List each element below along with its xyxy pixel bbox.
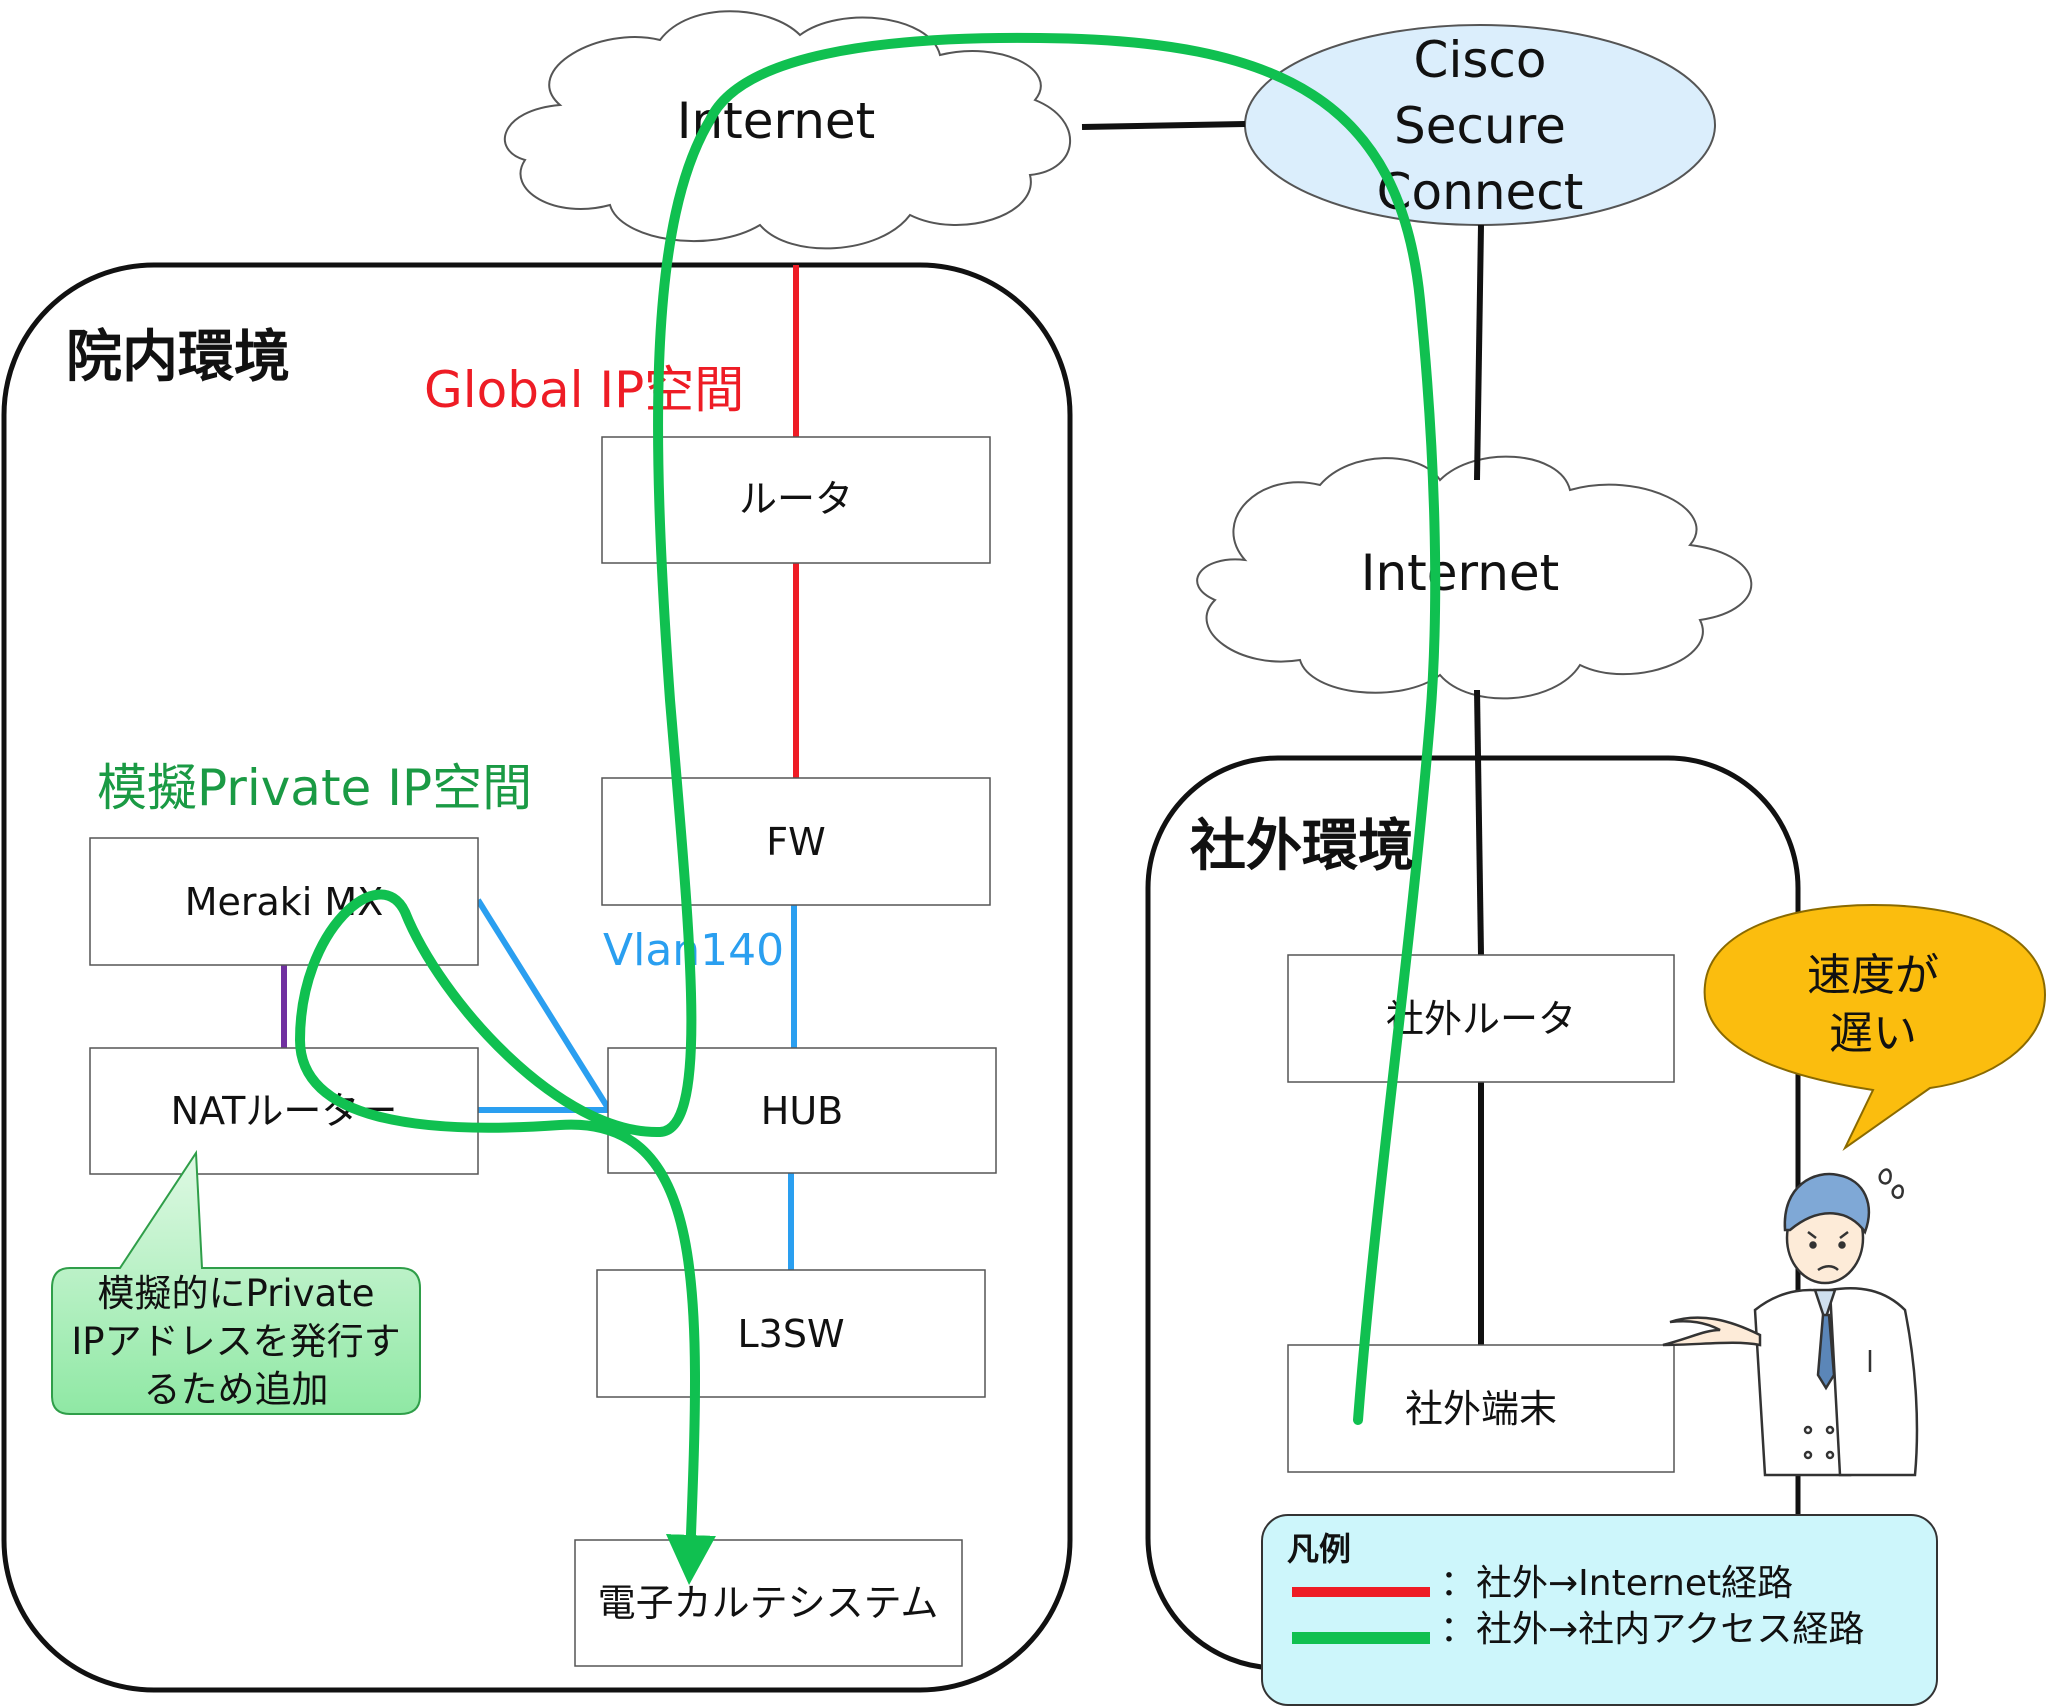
l3sw-box: L3SW [596,1269,986,1398]
emr-box: 電子カルテシステム [574,1539,963,1667]
csc-line2: Secure [1394,97,1566,155]
speech-line1: 速度が [1807,950,1939,1001]
outside-title: 社外環境 [1190,814,1414,879]
speech-line2: 遅い [1829,1008,1917,1059]
hub-box: HUB [607,1047,997,1174]
global-ip-label: Global IP空間 [424,361,744,419]
meraki-box: Meraki MX [89,837,479,966]
note-callout: 模擬的にPrivate IPアドレスを発行す るため追加 [51,1149,421,1415]
legend-title: 凡例 [1287,1530,1351,1568]
legend: 凡例 ：社外→Internet経路 ：社外→社内アクセス経路 [1261,1514,1938,1706]
ext-router-label: 社外ルータ [1386,997,1576,1041]
router-box: ルータ [601,436,991,564]
note-line2: IPアドレスを発行す [71,1320,400,1363]
hub-label: HUB [761,1089,843,1133]
speech-bubble: 速度が 遅い [1703,903,2047,1152]
in-hospital-frame [1,262,1073,1693]
legend-item-2: ：社外→社内アクセス経路 [1440,1609,1864,1650]
link-internet-ext-router [1474,689,1484,956]
csc-line1: Cisco [1414,31,1547,89]
access-path-green [295,32,1441,1585]
note-line1: 模擬的にPrivate [98,1272,375,1315]
doctor-illustration [1662,1168,1919,1477]
internet-label-right: Internet [1361,544,1560,602]
legend-item-1: ：社外→Internet経路 [1440,1563,1793,1604]
link-csc-internet-right [1474,224,1484,481]
link-internet-csc [1081,121,1246,130]
fw-box: FW [601,777,991,906]
ext-terminal-label: 社外端末 [1405,1387,1557,1431]
fw-label: FW [766,820,825,864]
router-label: ルータ [739,477,853,521]
ext-router-box: 社外ルータ [1287,954,1675,1083]
internet-cloud-top: Internet [504,10,1072,250]
l3sw-label: L3SW [737,1312,844,1356]
emr-label: 電子カルテシステム [598,1581,939,1625]
private-ip-label: 模擬Private IP空間 [97,759,532,817]
nat-box: NATルーター [89,1047,479,1175]
in-hospital-title: 院内環境 [66,325,290,390]
cisco-secure-connect: Cisco Secure Connect [1244,24,1716,226]
internet-cloud-right: Internet [1196,455,1753,700]
ext-terminal-box: 社外端末 [1287,1344,1675,1473]
link-meraki-hub [475,898,611,1110]
csc-line3: Connect [1377,163,1584,221]
note-line3: るため追加 [144,1368,329,1411]
